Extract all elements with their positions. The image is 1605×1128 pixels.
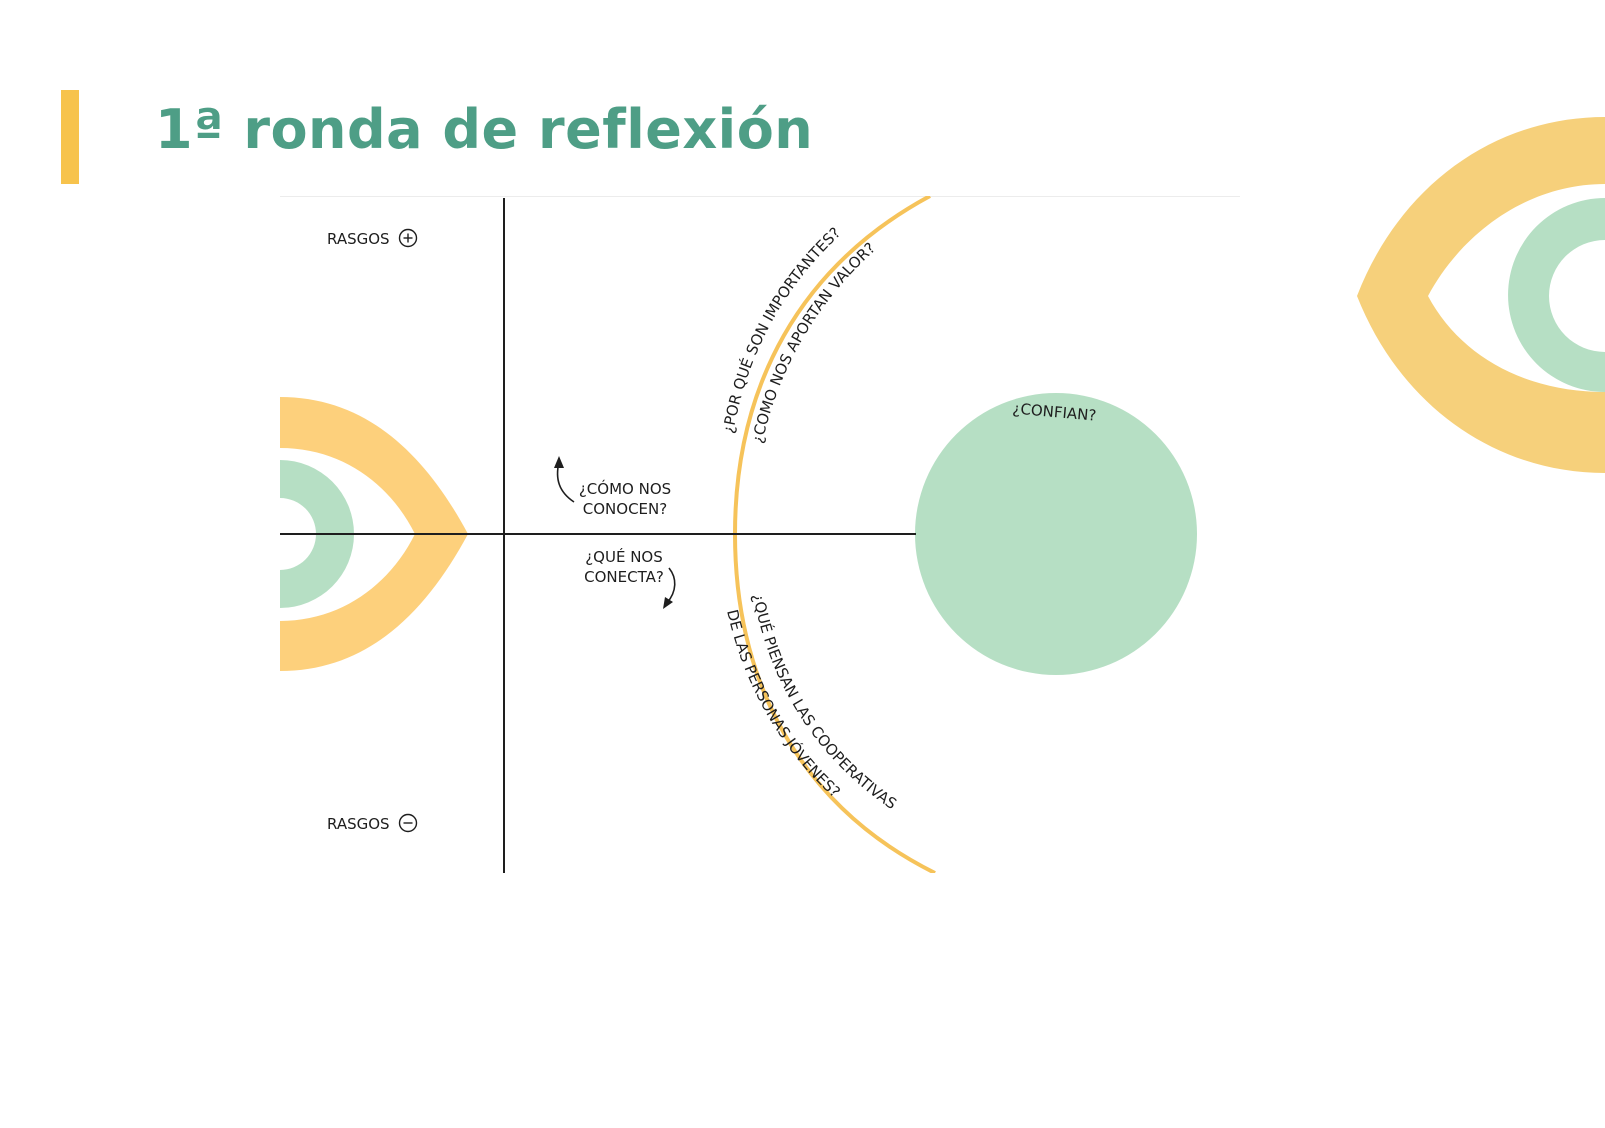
que-nos-conecta-line-2: CONECTA? [584, 568, 664, 586]
page-title: 1ª ronda de reflexión [155, 98, 814, 161]
arc-label-aportan-valor: ¿COMO NOS APORTAN VALOR? [748, 239, 879, 445]
rasgos-minus-label: RASGOS [327, 815, 390, 833]
como-nos-conocen-line-1: ¿CÓMO NOS [579, 479, 671, 498]
arrow-down-icon [666, 567, 676, 604]
rasgos-plus-label: RASGOS [327, 230, 390, 248]
arc-label-personas-jovenes: DE LAS PERSONAS JÓVENES? [723, 608, 844, 801]
arc-label-importantes: ¿POR QUÉ SON IMPORTANTES? [719, 224, 844, 435]
arrow-down-head [663, 597, 673, 609]
que-nos-conecta-line-1: ¿QUÉ NOS [585, 547, 663, 566]
reflection-diagram: RASGOS RASGOS ¿CÓMO NOS CONOCEN? ¿QUÉ NO… [280, 196, 1240, 873]
eye-iris-ring [1508, 198, 1605, 392]
green-circle [915, 393, 1197, 675]
plus-circle-icon [398, 228, 418, 248]
eye-outer-ring [1357, 117, 1605, 473]
title-accent-bar [61, 90, 79, 184]
minus-circle-icon [398, 813, 418, 833]
como-nos-conocen-line-2: CONOCEN? [583, 500, 667, 518]
left-eye-outer-ring [280, 397, 468, 671]
arrow-up-head [554, 456, 564, 468]
